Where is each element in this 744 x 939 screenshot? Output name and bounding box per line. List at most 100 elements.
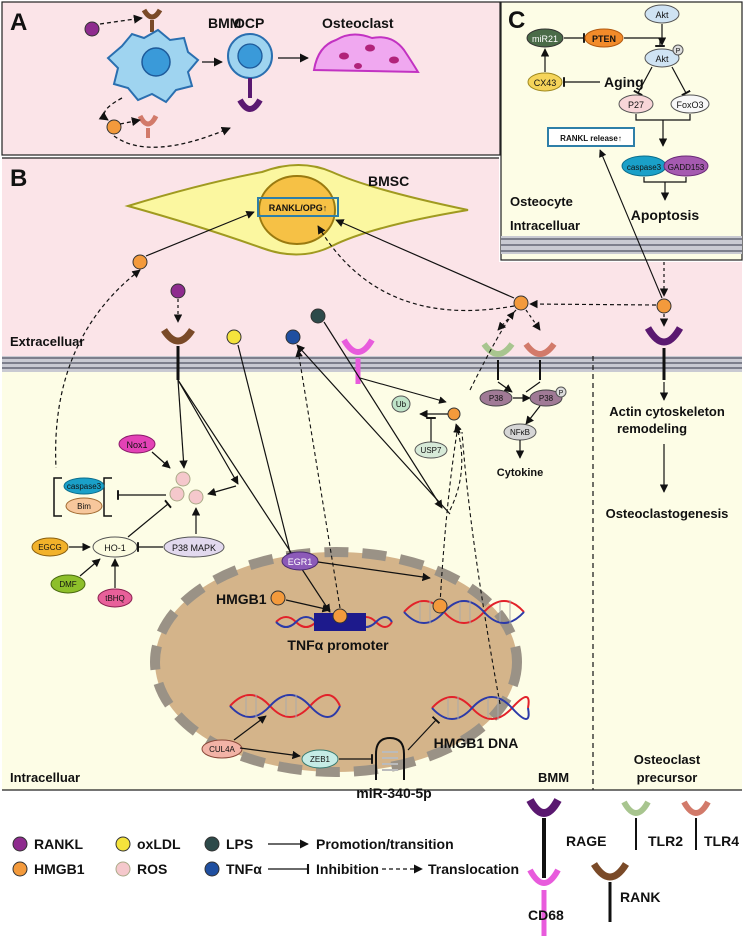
lps-ligand [310, 308, 326, 324]
svg-text:Bim: Bim [77, 502, 91, 511]
osteoclast-precursor-label-1: Osteoclast [634, 752, 701, 767]
cd68-receptor-b [341, 338, 375, 384]
legend-oxldl: oxLDL [137, 836, 181, 852]
ros-cluster [169, 471, 204, 505]
osteocyte-intracellular-label: Intracelluar [510, 218, 580, 233]
rage-receptor [237, 78, 263, 112]
gadd153-node [663, 155, 709, 177]
actin-label-1: Actin cytoskeleton [609, 404, 725, 419]
tnf-promoter-dna [275, 608, 393, 631]
hmgb1-ligand-cyto [447, 407, 461, 421]
legend-rage-icon [526, 797, 562, 878]
osteoclast-precursor-label-2: precursor [637, 770, 698, 785]
nox1-node [118, 434, 156, 454]
legend-tlr2: TLR2 [648, 833, 683, 849]
caspase3-node-b [63, 477, 105, 495]
legend-cd68-icon [527, 868, 561, 936]
bim-node [65, 497, 103, 515]
svg-text:FoxO3: FoxO3 [676, 100, 703, 110]
svg-text:RANKL release↑: RANKL release↑ [560, 134, 622, 143]
svg-text:ZEB1: ZEB1 [310, 755, 331, 764]
foxo3-node [670, 94, 710, 114]
oxldl-ligand [226, 329, 242, 345]
svg-text:CX43: CX43 [534, 78, 557, 88]
panel-b-extracellular-bg-right [499, 262, 742, 356]
panel-a-letter: A [10, 9, 27, 36]
svg-text:PTEN: PTEN [592, 34, 616, 44]
dna-helix-3 [431, 696, 530, 720]
legend-oxldl-swatch [115, 836, 131, 852]
egr1-node [281, 551, 319, 571]
osteocyte-label: Osteocyte [510, 194, 573, 209]
svg-text:RANKL/OPG↑: RANKL/OPG↑ [269, 203, 328, 213]
osteoclast-label: Osteoclast [322, 15, 394, 31]
svg-text:DMF: DMF [59, 580, 76, 589]
cell-membrane [2, 356, 742, 372]
p38-phospho-node [529, 389, 563, 407]
bmm-label: BMM [208, 15, 241, 31]
p38mapk-node [163, 536, 225, 558]
svg-text:P27: P27 [628, 100, 644, 110]
legend-inhibition: Inhibition [316, 861, 379, 877]
legend-tlr2-icon [621, 800, 651, 850]
legend-ros-swatch [115, 861, 131, 877]
panel-b-letter: B [10, 165, 27, 192]
cx43-node [527, 72, 563, 92]
cytokine-label: Cytokine [497, 467, 543, 479]
svg-text:caspase3: caspase3 [67, 482, 102, 491]
panel-c-letter: C [508, 7, 525, 34]
rankl-opg-box [257, 197, 339, 217]
svg-text:Nox1: Nox1 [126, 440, 147, 450]
svg-text:Akt: Akt [655, 10, 669, 20]
legend-hmgb1: HMGB1 [34, 861, 85, 877]
svg-text:Ub: Ub [396, 400, 407, 409]
p27-node [618, 94, 654, 114]
hmgb1-ligand-b1 [132, 254, 148, 270]
tbhq-node [97, 588, 133, 608]
pten-node [584, 28, 624, 48]
svg-text:P: P [676, 48, 681, 55]
mir-label: miR-340-5p [356, 785, 431, 801]
svg-text:caspase3: caspase3 [627, 163, 662, 172]
zeb1-node [301, 749, 339, 769]
svg-text:miR21: miR21 [532, 34, 558, 44]
rank-receptor-b [161, 327, 195, 380]
legend: RANKL HMGB1 oxLDL ROS LPS TNFα Promotion… [12, 797, 739, 936]
actin-label-2: remodeling [617, 421, 687, 436]
legend-tlr4-icon [681, 800, 711, 850]
svg-text:CUL4A: CUL4A [209, 745, 235, 754]
p38-node [479, 389, 513, 407]
tnf-promoter-label: TNFα promoter [287, 637, 389, 653]
hmgb1-ligand-b3 [656, 298, 672, 314]
legend-cd68: CD68 [528, 907, 564, 923]
legend-rankl-swatch [12, 836, 28, 852]
svg-text:tBHQ: tBHQ [105, 594, 125, 603]
legend-ros: ROS [137, 861, 167, 877]
cul4a-node [201, 739, 243, 759]
egcg-node [31, 537, 69, 557]
legend-hmgb1-swatch [12, 861, 28, 877]
akt-node [644, 4, 680, 24]
hmgb1-dna-label: HMGB1 DNA [434, 735, 519, 751]
legend-translocation: Translocation [428, 861, 519, 877]
svg-text:GADD153: GADD153 [668, 163, 705, 172]
legend-rank-icon [591, 862, 629, 922]
legend-tnfa: TNFα [226, 861, 262, 877]
legend-tlr4: TLR4 [704, 833, 739, 849]
hmgb1-ligand-b2 [513, 295, 529, 311]
bmsc-label: BMSC [368, 173, 409, 189]
mirna-hairpin [375, 736, 405, 780]
akt-phospho-node [644, 48, 680, 68]
svg-text:HO-1: HO-1 [104, 543, 126, 553]
rage-receptor-b [644, 326, 684, 380]
rank-receptor [141, 8, 163, 32]
legend-lps: LPS [226, 836, 253, 852]
svg-text:Akt: Akt [655, 54, 669, 64]
tlr2-receptor-b [481, 342, 515, 380]
ub-node [391, 395, 411, 413]
svg-text:P38 MAPK: P38 MAPK [172, 543, 216, 553]
svg-text:P38: P38 [489, 394, 504, 403]
tlr4-receptor-b [523, 342, 557, 380]
extracellular-label: Extracelluar [10, 334, 84, 349]
